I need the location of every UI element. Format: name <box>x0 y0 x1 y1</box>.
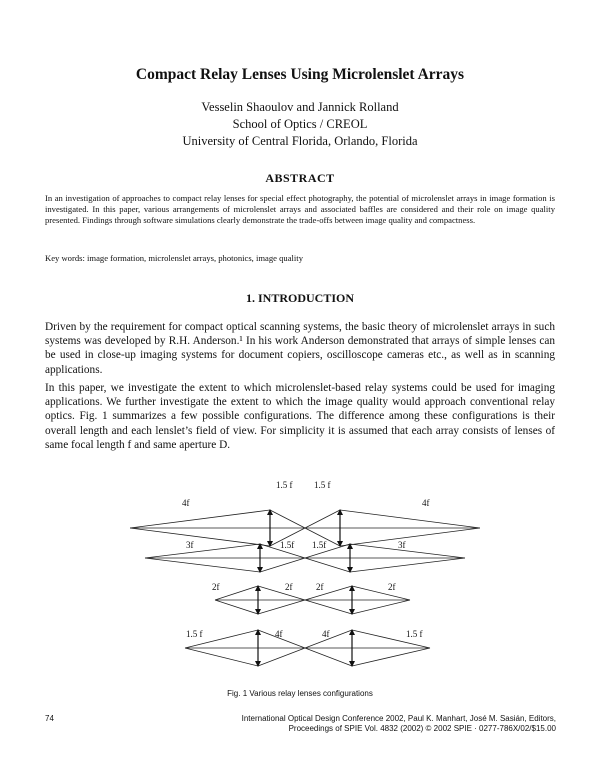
label-row4-right: 1.5 f <box>406 629 423 639</box>
label-row3-c: 2f <box>316 582 324 592</box>
label-row4-left: 1.5 f <box>186 629 203 639</box>
footer-citation: International Optical Design Conference … <box>242 714 556 733</box>
label-row3-a: 2f <box>212 582 220 592</box>
author-block: Vesselin Shaoulov and Jannick Rolland Sc… <box>0 99 600 150</box>
label-row2-mid-right: 1.5f <box>312 540 326 550</box>
figure-relay-configurations: 4f 1.5 f 1.5 f 4f 3f 1.5f 1.5f 3f 2f 2f … <box>130 478 480 680</box>
abstract-body: In an investigation of approaches to com… <box>45 193 555 226</box>
label-row4-mid-left: 4f <box>275 629 283 639</box>
footer-line-2: Proceedings of SPIE Vol. 4832 (2002) © 2… <box>288 723 556 733</box>
label-row3-d: 2f <box>388 582 396 592</box>
label-row1-left: 4f <box>182 498 190 508</box>
paper-title: Compact Relay Lenses Using Microlenslet … <box>135 66 465 83</box>
label-row1-right: 4f <box>422 498 430 508</box>
author-names: Vesselin Shaoulov and Jannick Rolland <box>201 100 399 114</box>
intro-paragraph-2: In this paper, we investigate the extent… <box>45 382 555 451</box>
keywords: Key words: image formation, microlenslet… <box>45 253 303 263</box>
label-row1-mid-left: 1.5 f <box>276 480 293 490</box>
page-number: 74 <box>45 714 54 723</box>
label-row4-mid-right: 4f <box>322 629 330 639</box>
figure-caption: Fig. 1 Various relay lenses configuratio… <box>227 689 373 698</box>
author-university: University of Central Florida, Orlando, … <box>182 134 418 148</box>
footer-line-1: International Optical Design Conference … <box>241 714 556 723</box>
label-row2-right: 3f <box>398 540 406 550</box>
label-row1-mid-right: 1.5 f <box>314 480 331 490</box>
abstract-heading: ABSTRACT <box>265 171 335 185</box>
author-department: School of Optics / CREOL <box>232 117 368 131</box>
section-heading-introduction: 1. INTRODUCTION <box>245 291 354 305</box>
label-row2-left: 3f <box>186 540 194 550</box>
label-row2-mid-left: 1.5f <box>280 540 294 550</box>
label-row3-b: 2f <box>285 582 293 592</box>
intro-paragraph-1: Driven by the requirement for compact op… <box>45 321 555 376</box>
